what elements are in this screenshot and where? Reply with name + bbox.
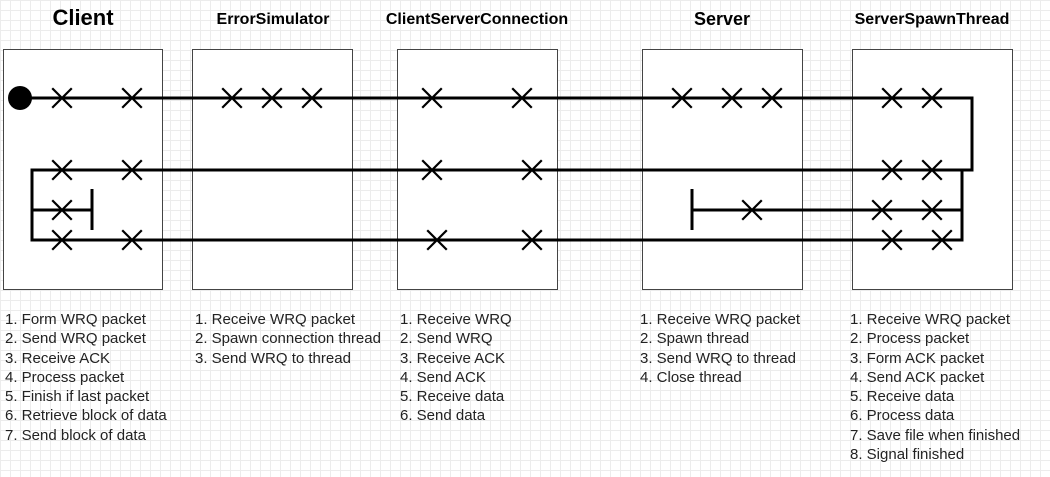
flow-path-main	[20, 96, 974, 242]
client-server-connection-step: 1. Receive WRQ	[400, 311, 512, 328]
event-marker-icon	[671, 87, 693, 109]
server-spawn-thread-step: 2. Process packet	[850, 330, 970, 348]
error-simulator-step: 3. Send WRQ to thread	[195, 349, 351, 367]
event-marker-icon	[741, 199, 763, 221]
error-simulator-step: 2. Spawn connection thread	[195, 330, 381, 348]
lane-title-client-server-connection: ClientServerConnection	[385, 11, 569, 28]
client-step: 6. Retrieve block of data	[5, 407, 167, 425]
server-step: 4. Close thread	[640, 368, 742, 386]
event-marker-icon	[761, 87, 783, 109]
server-step: 3. Send WRQ to thread	[640, 349, 796, 367]
event-marker-icon	[301, 87, 323, 109]
event-marker-icon	[261, 87, 283, 109]
client-server-connection-step: 2. Send WRQ	[400, 330, 493, 348]
event-marker-icon	[521, 229, 543, 251]
event-marker-icon	[521, 159, 543, 181]
server-spawn-thread-step: 1. Receive WRQ packet	[850, 311, 1011, 328]
event-marker-icon	[426, 229, 448, 251]
event-marker-icon	[51, 229, 73, 251]
event-marker-icon	[881, 159, 903, 181]
server-spawn-thread-step: 7. Save file when finished	[850, 426, 1021, 444]
event-marker-icon	[421, 87, 443, 109]
error-simulator-step-list: 1. Receive WRQ packet 2. Spawn connectio…	[195, 310, 381, 368]
event-marker-icon	[921, 199, 943, 221]
client-server-connection-step: 6. Send data	[400, 407, 486, 425]
lane-title-error-simulator: ErrorSimulator	[216, 11, 330, 28]
server-step: 2. Spawn thread	[640, 330, 750, 348]
event-marker-icon	[51, 159, 73, 181]
lane-title-client: Client	[52, 5, 114, 30]
event-marker-icon	[921, 159, 943, 181]
event-marker-icon	[121, 159, 143, 181]
event-marker-icon	[51, 199, 73, 221]
error-simulator-step: 1. Receive WRQ packet	[195, 311, 356, 328]
server-spawn-thread-step: 3. Form ACK packet	[850, 349, 985, 367]
event-marker-icon	[721, 87, 743, 109]
client-step: 2. Send WRQ packet	[5, 330, 146, 348]
client-server-connection-step: 5. Receive data	[400, 388, 505, 406]
event-marker-icon	[921, 87, 943, 109]
client-server-connection-step: 3. Receive ACK	[400, 349, 506, 367]
client-step: 3. Receive ACK	[5, 349, 111, 367]
server-spawn-thread-step: 5. Receive data	[850, 388, 955, 406]
event-marker-icon	[421, 159, 443, 181]
start-node	[8, 86, 32, 110]
event-marker-icon	[931, 229, 953, 251]
lane-title-server: Server	[693, 9, 751, 29]
event-marker-icon	[221, 87, 243, 109]
event-marker-icon	[121, 229, 143, 251]
client-step: 1. Form WRQ packet	[5, 311, 146, 328]
client-step: 5. Finish if last packet	[5, 388, 150, 406]
client-step-list: 1. Form WRQ packet 2. Send WRQ packet 3.…	[5, 310, 167, 445]
client-step: 4. Process packet	[5, 368, 125, 386]
server-step-list: 1. Receive WRQ packet 2. Spawn thread 3.…	[640, 310, 800, 387]
event-marker-icon	[51, 87, 73, 109]
event-marker-icon	[511, 87, 533, 109]
server-spawn-thread-step: 4. Send ACK packet	[850, 368, 985, 386]
event-marker-icon	[881, 87, 903, 109]
event-marker-icon	[871, 199, 893, 221]
event-marker-icon	[881, 229, 903, 251]
server-spawn-thread-step-list: 1. Receive WRQ packet 2. Process packet …	[850, 310, 1020, 464]
client-server-connection-step: 4. Send ACK	[400, 368, 486, 386]
event-markers	[51, 87, 953, 251]
server-spawn-thread-step: 8. Signal finished	[850, 446, 965, 464]
event-marker-icon	[121, 87, 143, 109]
client-step: 7. Send block of data	[5, 426, 146, 444]
server-step: 1. Receive WRQ packet	[640, 311, 801, 328]
server-spawn-thread-step: 6. Process data	[850, 407, 955, 425]
client-server-connection-step-list: 1. Receive WRQ 2. Send WRQ 3. Receive AC…	[400, 310, 512, 426]
lane-title-server-spawn-thread: ServerSpawnThread	[854, 11, 1010, 28]
